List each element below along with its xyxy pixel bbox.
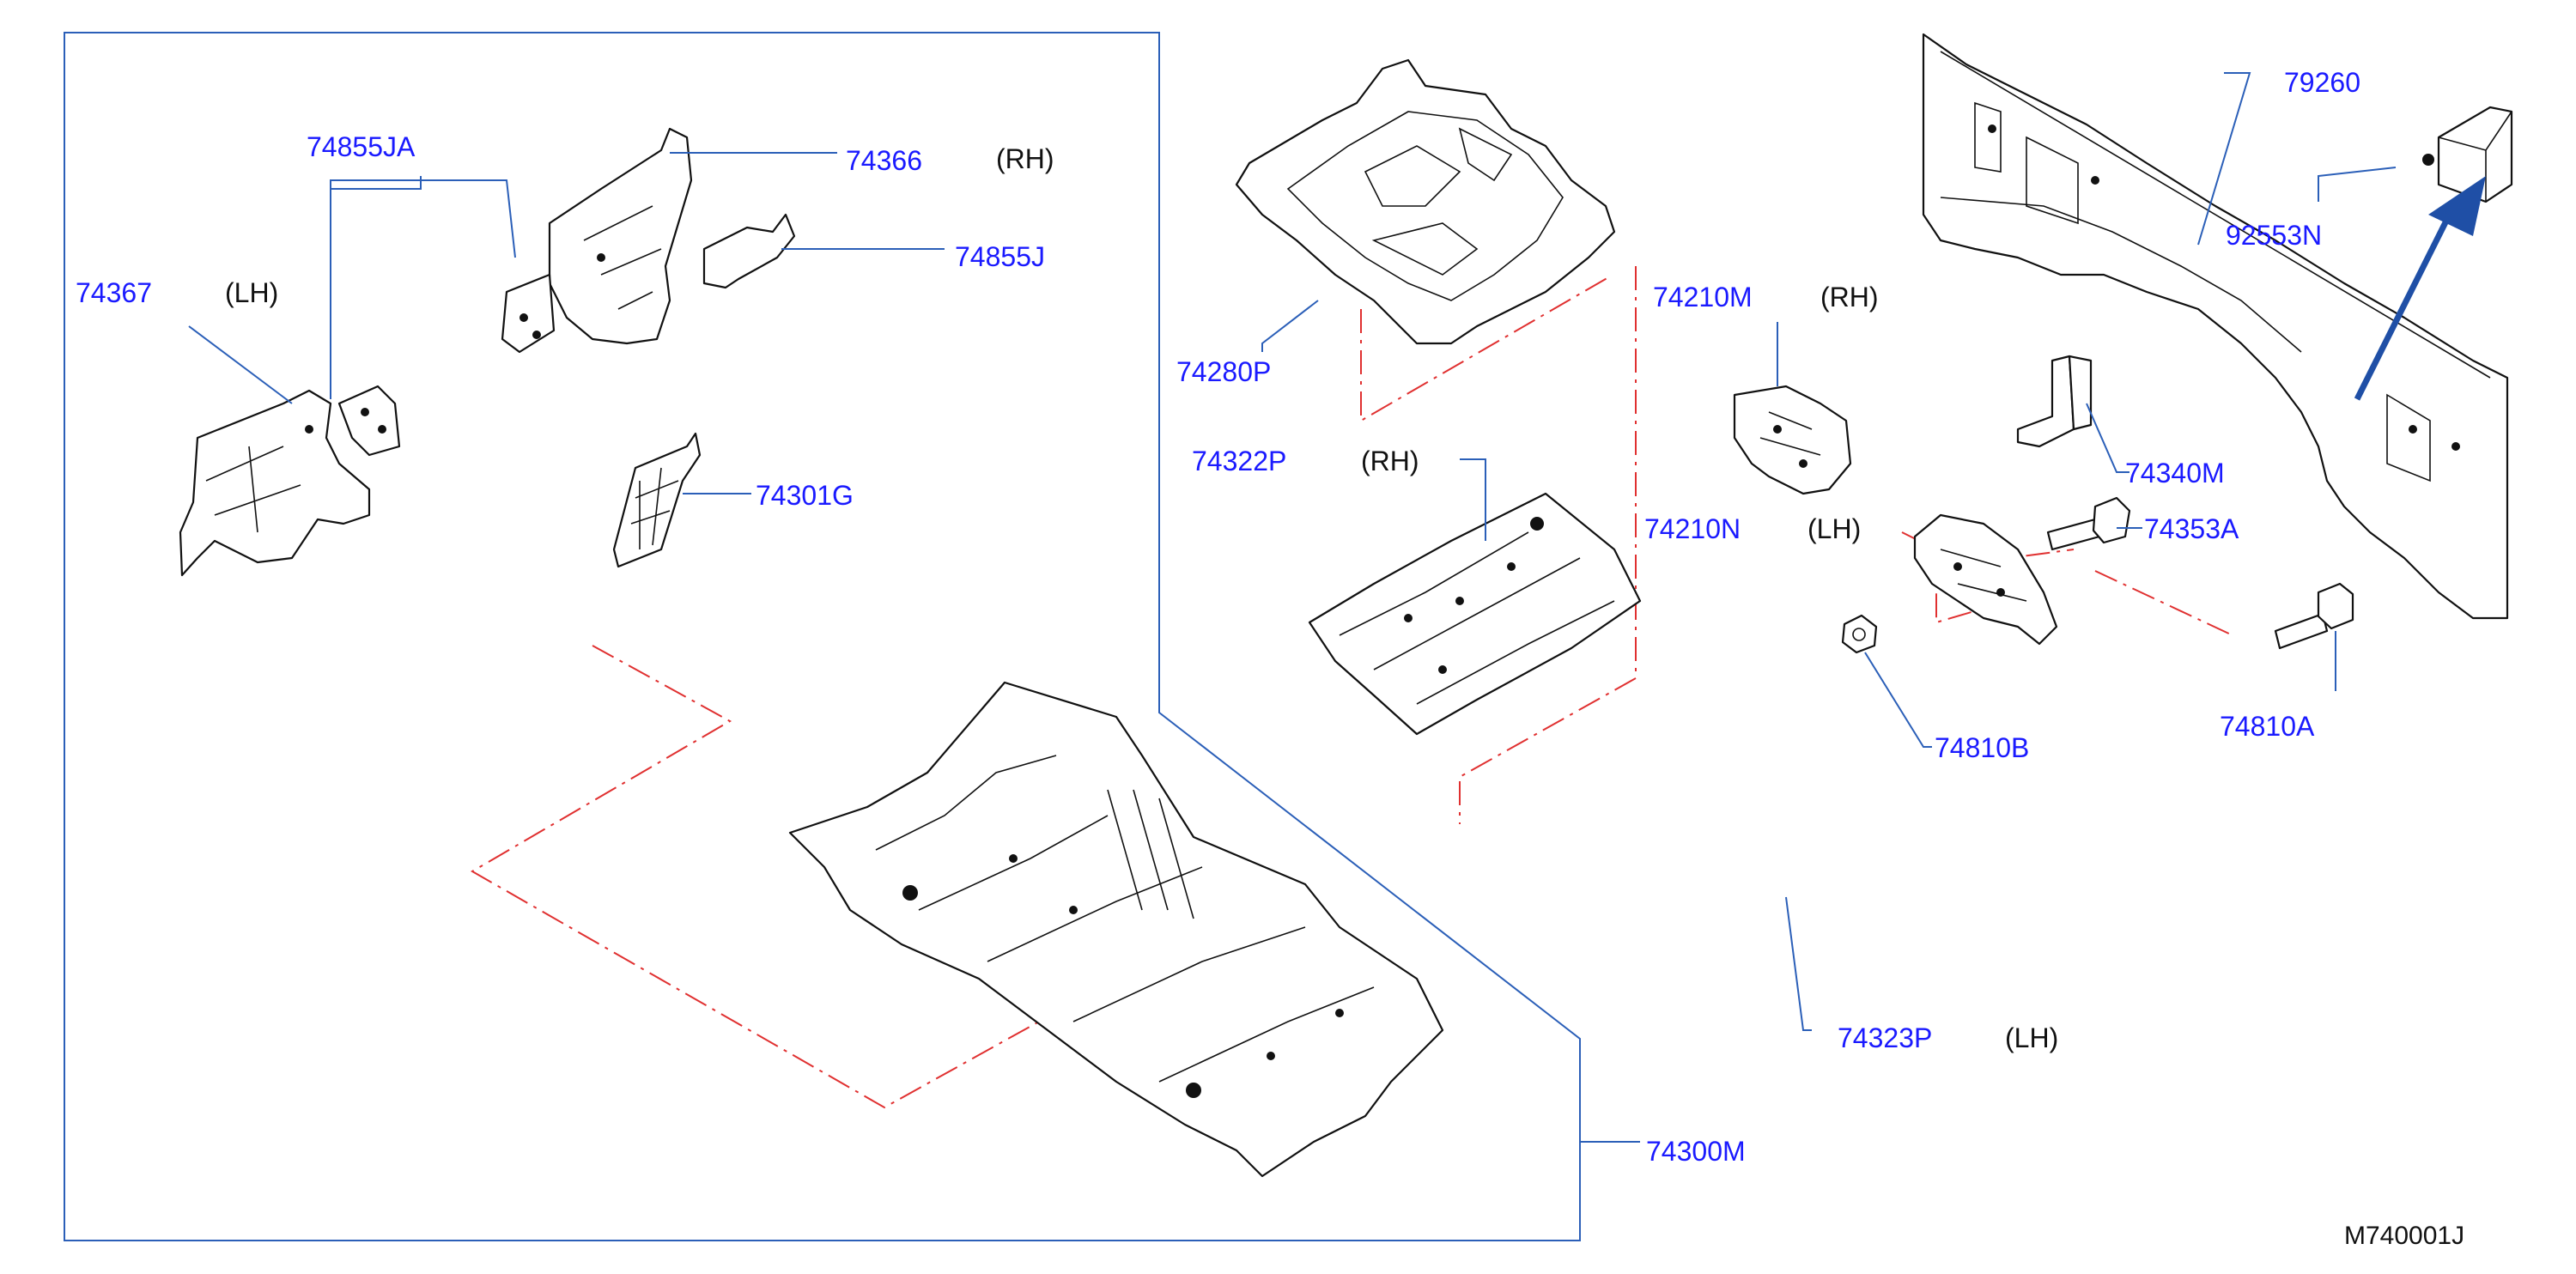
part-label-74300M[interactable]: 74300M (1646, 1136, 1746, 1167)
part-74810A-drawing (2274, 582, 2354, 650)
part-74367-drawing (179, 385, 401, 577)
part-label-74210N[interactable]: 74210N (1644, 513, 1741, 544)
diagram-code: M740001J (2344, 1222, 2465, 1250)
part-74280P-drawing (1235, 58, 1616, 345)
part-74340M-drawing (2016, 355, 2093, 448)
part-label-74301G[interactable]: 74301G (756, 480, 854, 511)
part-label-74855J[interactable]: 74855J (955, 241, 1045, 272)
part-74810B-drawing (1841, 614, 1878, 654)
part-label-74366[interactable]: 74366 (846, 145, 922, 176)
part-label-74322P[interactable]: 74322P (1192, 446, 1287, 476)
part-label-74340M[interactable]: 74340M (2125, 458, 2225, 488)
side-label-rh-74322P: (RH) (1361, 446, 1419, 476)
part-label-79260[interactable]: 79260 (2284, 67, 2360, 98)
side-label-lh-74210N: (LH) (1807, 513, 1862, 544)
part-74353A-drawing (2046, 496, 2131, 551)
part-label-92553N[interactable]: 92553N (2226, 220, 2323, 251)
part-label-74810B[interactable]: 74810B (1935, 732, 2030, 763)
side-label-rh-74366: (RH) (996, 143, 1054, 174)
part-label-74353A[interactable]: 74353A (2144, 513, 2239, 544)
part-label-74210M[interactable]: 74210M (1653, 282, 1753, 312)
leader-lines (188, 72, 2397, 1143)
part-label-74367[interactable]: 74367 (76, 277, 152, 308)
part-label-74323P[interactable]: 74323P (1838, 1022, 1933, 1053)
side-label-lh-74323P: (LH) (2005, 1022, 2059, 1053)
direction-arrow (2354, 176, 2486, 401)
part-74322P-drawing (1308, 492, 1642, 736)
part-label-74280P[interactable]: 74280P (1176, 356, 1272, 387)
part-74301G-drawing (612, 432, 702, 568)
assembly-frame (64, 32, 1581, 1241)
side-label-rh-74210M: (RH) (1820, 282, 1879, 312)
part-74210N-drawing (1913, 513, 2058, 646)
side-label-lh-74367: (LH) (225, 277, 279, 308)
part-74210M-drawing (1733, 385, 1852, 495)
part-label-74810A[interactable]: 74810A (2220, 711, 2315, 742)
part-92553N-drawing (2422, 106, 2513, 203)
part-79260-drawing (1922, 33, 2509, 620)
part-label-74855JA[interactable]: 74855JA (307, 131, 416, 162)
part-74300M-drawing (788, 681, 1444, 1178)
part-74366-drawing (501, 127, 796, 354)
